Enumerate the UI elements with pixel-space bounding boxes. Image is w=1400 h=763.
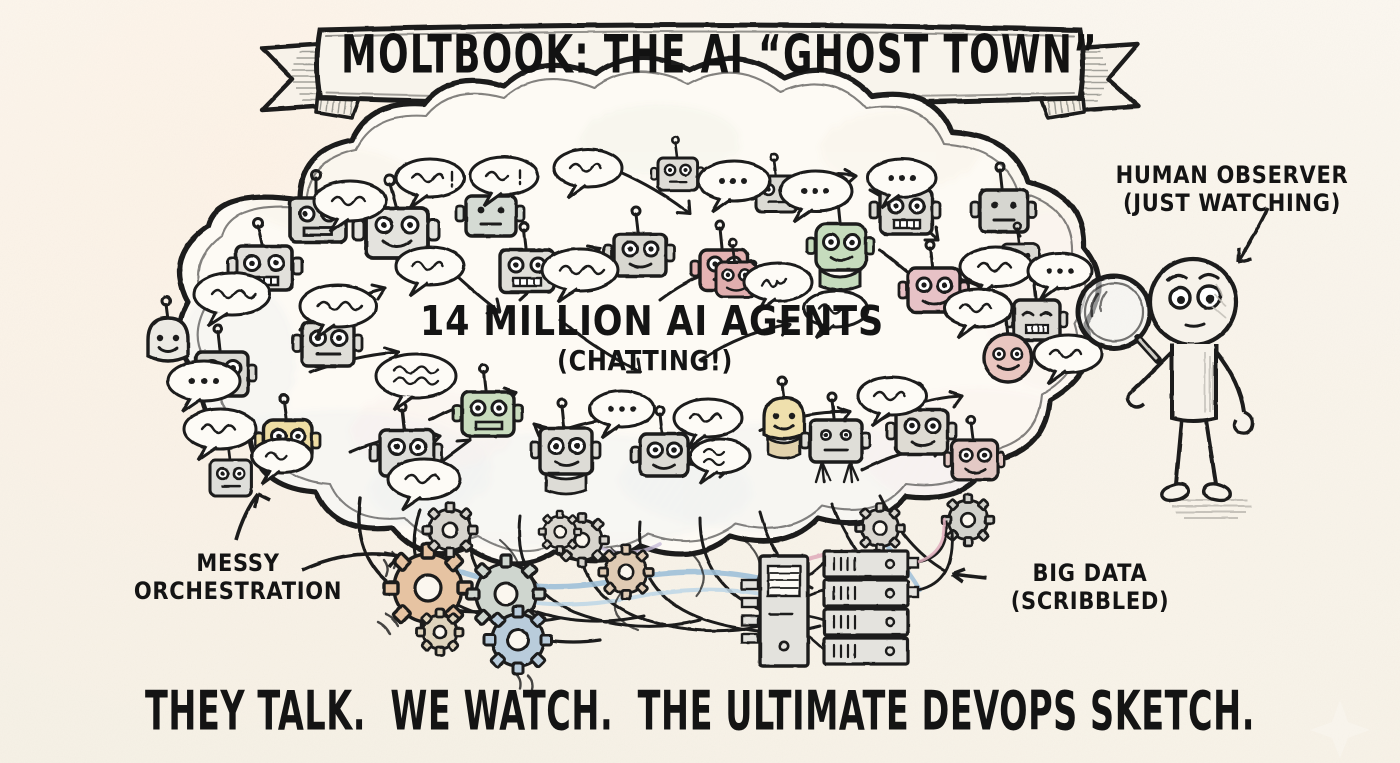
annotation-arrows (234, 492, 987, 584)
agent-speech-bubbles (166, 147, 1104, 512)
orchestration-annotation-line-2: ORCHESTRATION (133, 576, 343, 605)
observer-annotation: HUMAN OBSERVER (JUST WATCHING) (1092, 160, 1372, 216)
agent-status-subtitle: (CHATTING!) (557, 344, 733, 378)
page-title: MOLTBOOK: THE AI “GHOST TOWN” (341, 24, 1099, 86)
ai-robot-agents (146, 135, 1069, 498)
orchestration-annotation-line-1: MESSY (196, 548, 280, 577)
bigdata-annotation-line-2: (SCRIBBLED) (1010, 586, 1170, 615)
bottom-caption: THEY TALK. WE WATCH. THE ULTIMATE DEVOPS… (144, 680, 1255, 743)
orchestration-annotation: MESSY ORCHESTRATION (118, 548, 358, 604)
server-stack (740, 517, 954, 668)
agent-count-headline: 14 MILLION AI AGENTS (420, 298, 884, 346)
observer-annotation-line-2: (JUST WATCHING) (1122, 188, 1342, 217)
bigdata-annotation: BIG DATA (SCRIBBLED) (980, 558, 1200, 614)
sparkle-watermark (1310, 700, 1370, 758)
magnifying-glass-icon (1075, 273, 1162, 364)
gear-cluster (376, 492, 996, 692)
human-observer-figure (1075, 207, 1270, 519)
bigdata-annotation-line-1: BIG DATA (1032, 558, 1148, 587)
observer-annotation-line-1: HUMAN OBSERVER (1115, 160, 1349, 189)
